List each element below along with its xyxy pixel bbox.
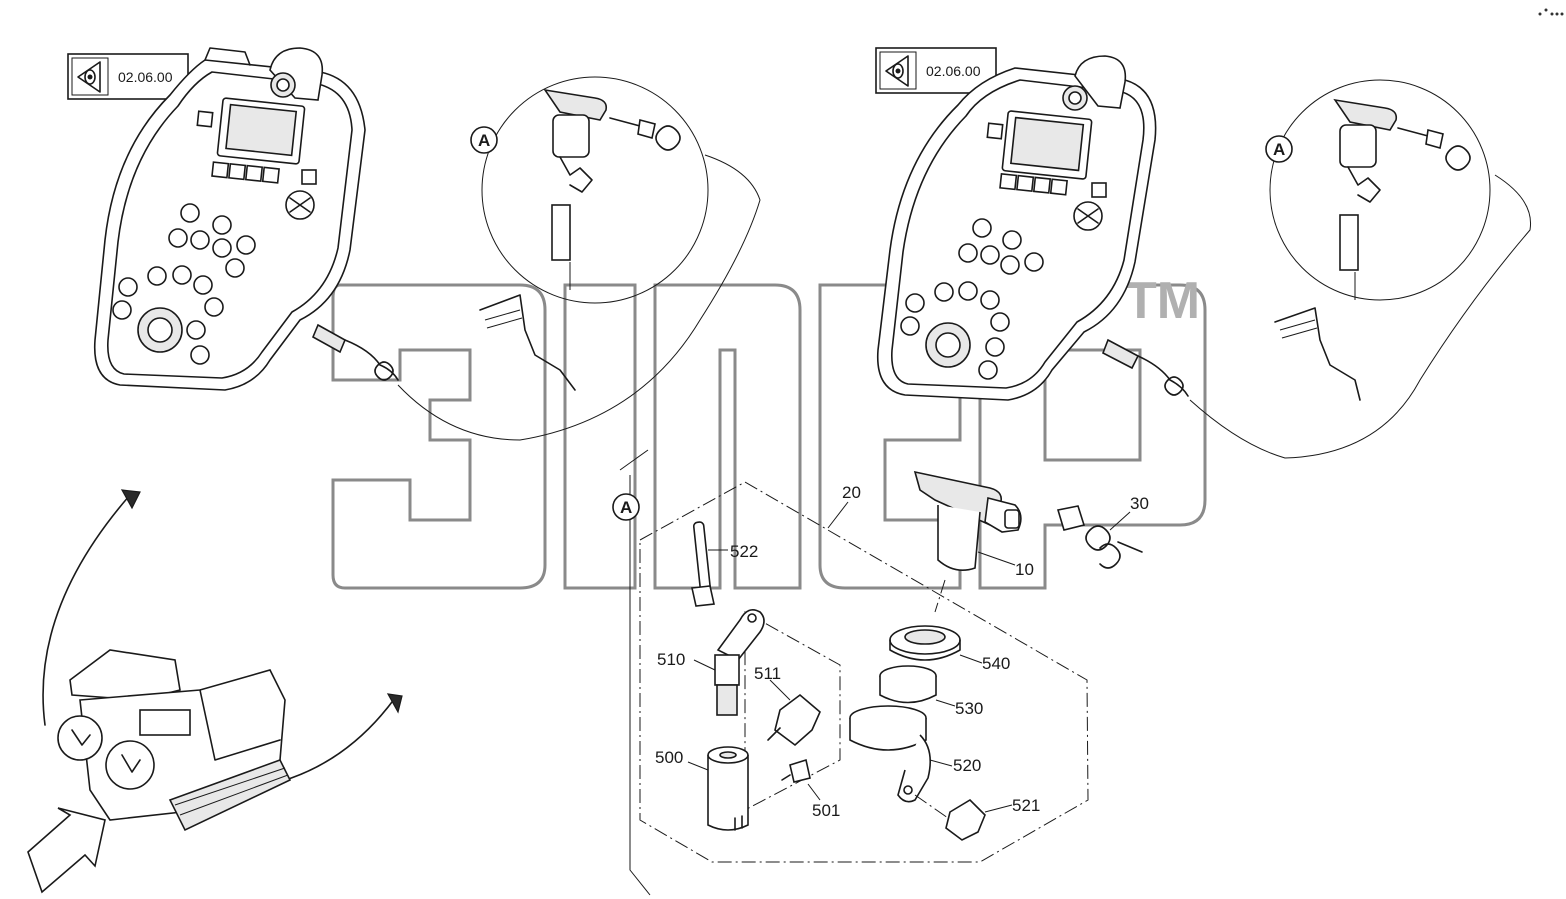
reference-code-left: 02.06.00: [118, 69, 173, 85]
reference-box-left: 02.06.00: [67, 53, 189, 100]
part-501: 501: [812, 801, 840, 820]
button-grid-right: [900, 218, 1044, 380]
detail-view-right: A: [1265, 79, 1491, 401]
zoom-marker-right: [105, 740, 155, 790]
machine-overview: [27, 489, 403, 894]
part-511: 511: [754, 664, 781, 683]
detail-mark-right: A: [1273, 140, 1285, 159]
detail-callout-center: [612, 493, 640, 521]
detail-view-left: A: [470, 76, 709, 391]
part-520: 520: [953, 756, 981, 775]
exploded-parts: A 522 510 511 500 501: [612, 449, 1149, 896]
part-20: 20: [842, 483, 861, 502]
remote-control-left: [93, 47, 366, 391]
part-510: 510: [657, 650, 685, 669]
remote-control-right: [876, 55, 1157, 401]
reference-box-right: 02.06.00: [875, 47, 997, 94]
corner-mark: [1538, 8, 1564, 16]
part-521: 521: [1012, 796, 1040, 815]
detail-mark-center: A: [620, 498, 632, 517]
reference-code-right: 02.06.00: [926, 63, 981, 79]
part-30: 30: [1130, 494, 1149, 513]
button-grid-left: [112, 203, 256, 365]
cable-right: [1101, 174, 1532, 459]
part-10: 10: [1015, 560, 1034, 579]
part-540: 540: [982, 654, 1010, 673]
part-530: 530: [955, 699, 983, 718]
zoom-marker-left: [57, 715, 103, 761]
cable-left: [311, 154, 761, 441]
detail-callout-left: [470, 126, 498, 154]
detail-mark-left: A: [478, 131, 490, 150]
part-522: 522: [730, 542, 758, 561]
watermark-trademark: TM: [1125, 272, 1200, 330]
part-500: 500: [655, 748, 683, 767]
detail-callout-right: [1265, 135, 1293, 163]
direction-arrow-icon: [27, 807, 106, 894]
